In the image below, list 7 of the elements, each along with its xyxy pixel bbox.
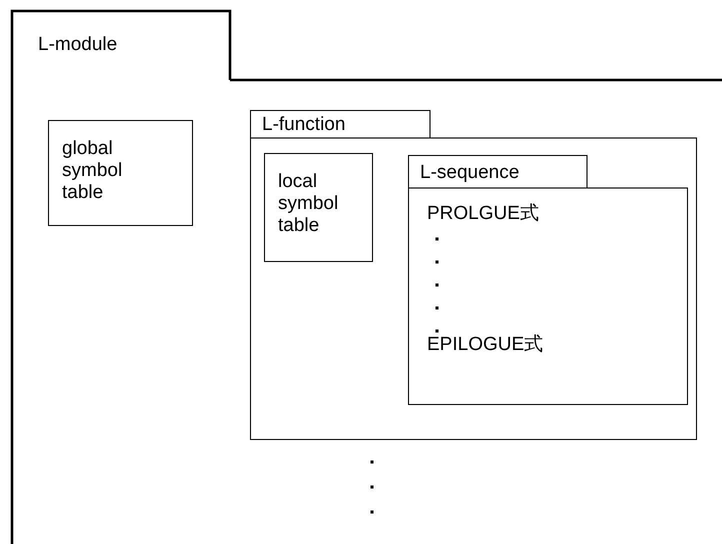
expression-label: PROLGUE式	[427, 203, 539, 225]
module-title: L-module	[38, 34, 118, 56]
tab-title: L-function	[262, 114, 346, 136]
table-label: global symbol table	[62, 138, 124, 204]
expression-label: EPILOGUE式	[427, 334, 544, 356]
tab-title: L-sequence	[420, 162, 520, 184]
table-label: local symbol table	[278, 171, 340, 237]
